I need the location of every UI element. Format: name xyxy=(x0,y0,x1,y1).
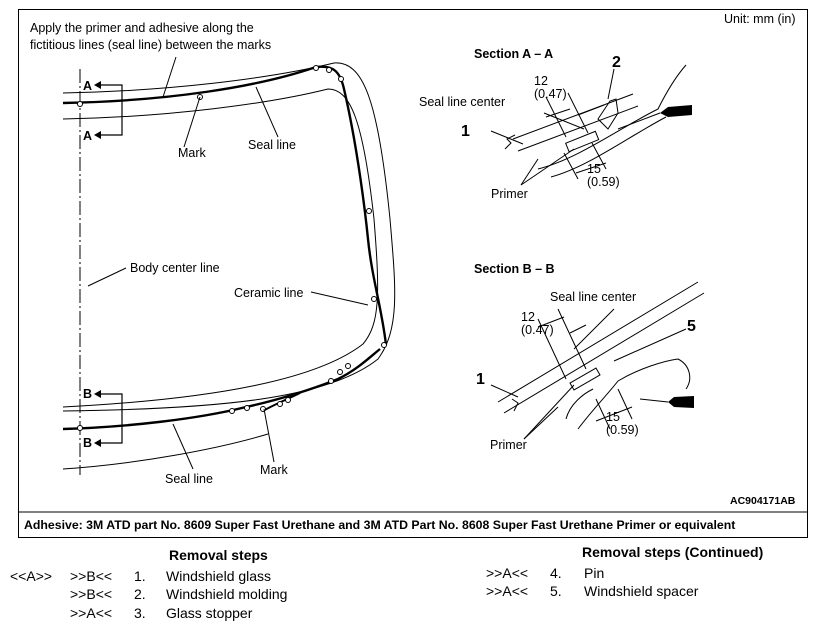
mark-dot xyxy=(345,363,351,369)
step-code-b: >>B<< xyxy=(70,586,113,602)
note-line-2: fictitious lines (seal line) between the… xyxy=(30,38,271,52)
mark-dot xyxy=(244,405,250,411)
step-number: 1. xyxy=(134,567,146,584)
mark-dot xyxy=(77,425,83,431)
seal-line-upper xyxy=(62,65,388,346)
seal-line-label-lower: Seal line xyxy=(165,472,213,486)
step-row: >>A<< 4. Pin xyxy=(486,564,763,583)
step-row: <<A>> >>B<< 1. Windshield glass xyxy=(10,567,287,586)
section-bb-title: Section B – B xyxy=(474,262,555,276)
step-number: 3. xyxy=(134,604,146,621)
section-aa-view: Section A – A xyxy=(419,47,692,201)
seal-marks xyxy=(77,65,387,431)
mark-dot xyxy=(371,296,377,302)
windshield-view xyxy=(62,62,396,475)
step-code-a xyxy=(10,585,70,604)
aa-dim-top: 12 xyxy=(534,74,548,88)
step-row: >>B<< 2. Windshield molding xyxy=(10,585,287,604)
step-row: >>A<< 3. Glass stopper xyxy=(10,604,287,623)
step-text: Pin xyxy=(584,564,605,581)
step-code-b: >>B<< xyxy=(70,567,113,584)
main-leaders xyxy=(87,56,369,470)
section-b-bottom-label: B xyxy=(83,436,92,450)
mark-dot xyxy=(229,408,235,414)
section-aa-title: Section A – A xyxy=(474,47,553,61)
mark-dot xyxy=(313,65,319,71)
mark-dot xyxy=(77,101,83,107)
bb-dim-top-in: (0.47) xyxy=(521,323,554,337)
section-b-top-label: B xyxy=(83,387,92,401)
step-code-b: >>A<< xyxy=(486,583,529,599)
seal-line-label-upper: Seal line xyxy=(248,138,296,152)
mark-dot xyxy=(285,397,291,403)
note-line-1: Apply the primer and adhesive along the xyxy=(30,21,254,35)
bb-callout-1: 1 xyxy=(476,371,485,388)
bb-primer: Primer xyxy=(490,438,527,452)
glass-lower-edge xyxy=(62,433,269,470)
figure-frame xyxy=(18,9,808,538)
aa-dim-bottom-in: (0.59) xyxy=(587,175,620,189)
removal-steps-title: Removal steps xyxy=(169,547,268,563)
adhesive-note: Adhesive: 3M ATD part No. 8609 Super Fas… xyxy=(24,518,735,532)
removal-steps-continued-title: Removal steps (Continued) xyxy=(582,544,764,560)
bb-callout-5: 5 xyxy=(687,318,696,335)
bb-seal-line-center: Seal line center xyxy=(550,290,636,304)
mark-dot xyxy=(277,401,283,407)
adhesive-tube-icon-aa xyxy=(617,105,692,130)
unit-label: Unit: mm (in) xyxy=(724,12,796,26)
section-markers xyxy=(98,84,123,444)
aa-callout-2: 2 xyxy=(612,54,621,71)
ceramic-line-label: Ceramic line xyxy=(234,286,304,300)
mark-dot xyxy=(338,76,344,82)
step-code-b: >>A<< xyxy=(70,604,113,621)
adhesive-tube-icon-bb xyxy=(639,396,694,408)
aa-dim-top-in: (0.47) xyxy=(534,87,567,101)
mark-dot xyxy=(337,369,343,375)
figure-code: AC904171AB xyxy=(730,495,796,507)
ceramic-line xyxy=(62,88,379,408)
step-number: 2. xyxy=(134,586,146,602)
bb-dim-bottom-in: (0.59) xyxy=(606,423,639,437)
mark-label-upper: Mark xyxy=(178,146,207,160)
aa-dim-bottom: 15 xyxy=(587,162,601,176)
aa-primer: Primer xyxy=(491,187,528,201)
body-center-line-label: Body center line xyxy=(130,261,220,275)
section-a-top-label: A xyxy=(83,79,92,93)
removal-steps: Removal steps <<A>> >>B<< 1. Windshield … xyxy=(10,546,287,622)
step-text: Windshield spacer xyxy=(584,583,699,599)
step-number: 5. xyxy=(550,583,562,599)
section-bb-view: Section B – B Seal lin xyxy=(474,262,705,452)
aa-callout-1: 1 xyxy=(461,123,470,140)
mark-dot xyxy=(326,67,332,73)
mark-label-lower: Mark xyxy=(260,463,289,477)
glass-outer-edge xyxy=(62,62,396,412)
mark-dot xyxy=(328,378,334,384)
removal-steps-continued: Removal steps (Continued) >>A<< 4. Pin >… xyxy=(486,543,763,601)
step-code-a: <<A>> xyxy=(10,567,53,584)
step-row: >>A<< 5. Windshield spacer xyxy=(486,582,763,601)
mark-dot xyxy=(381,342,387,348)
step-code-b: >>A<< xyxy=(486,564,529,581)
aa-seal-line-center: Seal line center xyxy=(419,95,505,109)
mark-dot xyxy=(366,208,372,214)
step-text: Glass stopper xyxy=(166,604,253,621)
step-number: 4. xyxy=(550,564,562,581)
bb-dim-top: 12 xyxy=(521,310,535,324)
windshield-diagram: Unit: mm (in) Apply the primer and adhes… xyxy=(18,9,808,538)
step-text: Windshield molding xyxy=(166,586,288,602)
seal-line-lower xyxy=(62,348,381,431)
step-text: Windshield glass xyxy=(166,567,272,584)
section-a-bottom-label: A xyxy=(83,129,92,143)
bb-dim-bottom: 15 xyxy=(606,410,620,424)
step-code-a xyxy=(10,604,70,623)
